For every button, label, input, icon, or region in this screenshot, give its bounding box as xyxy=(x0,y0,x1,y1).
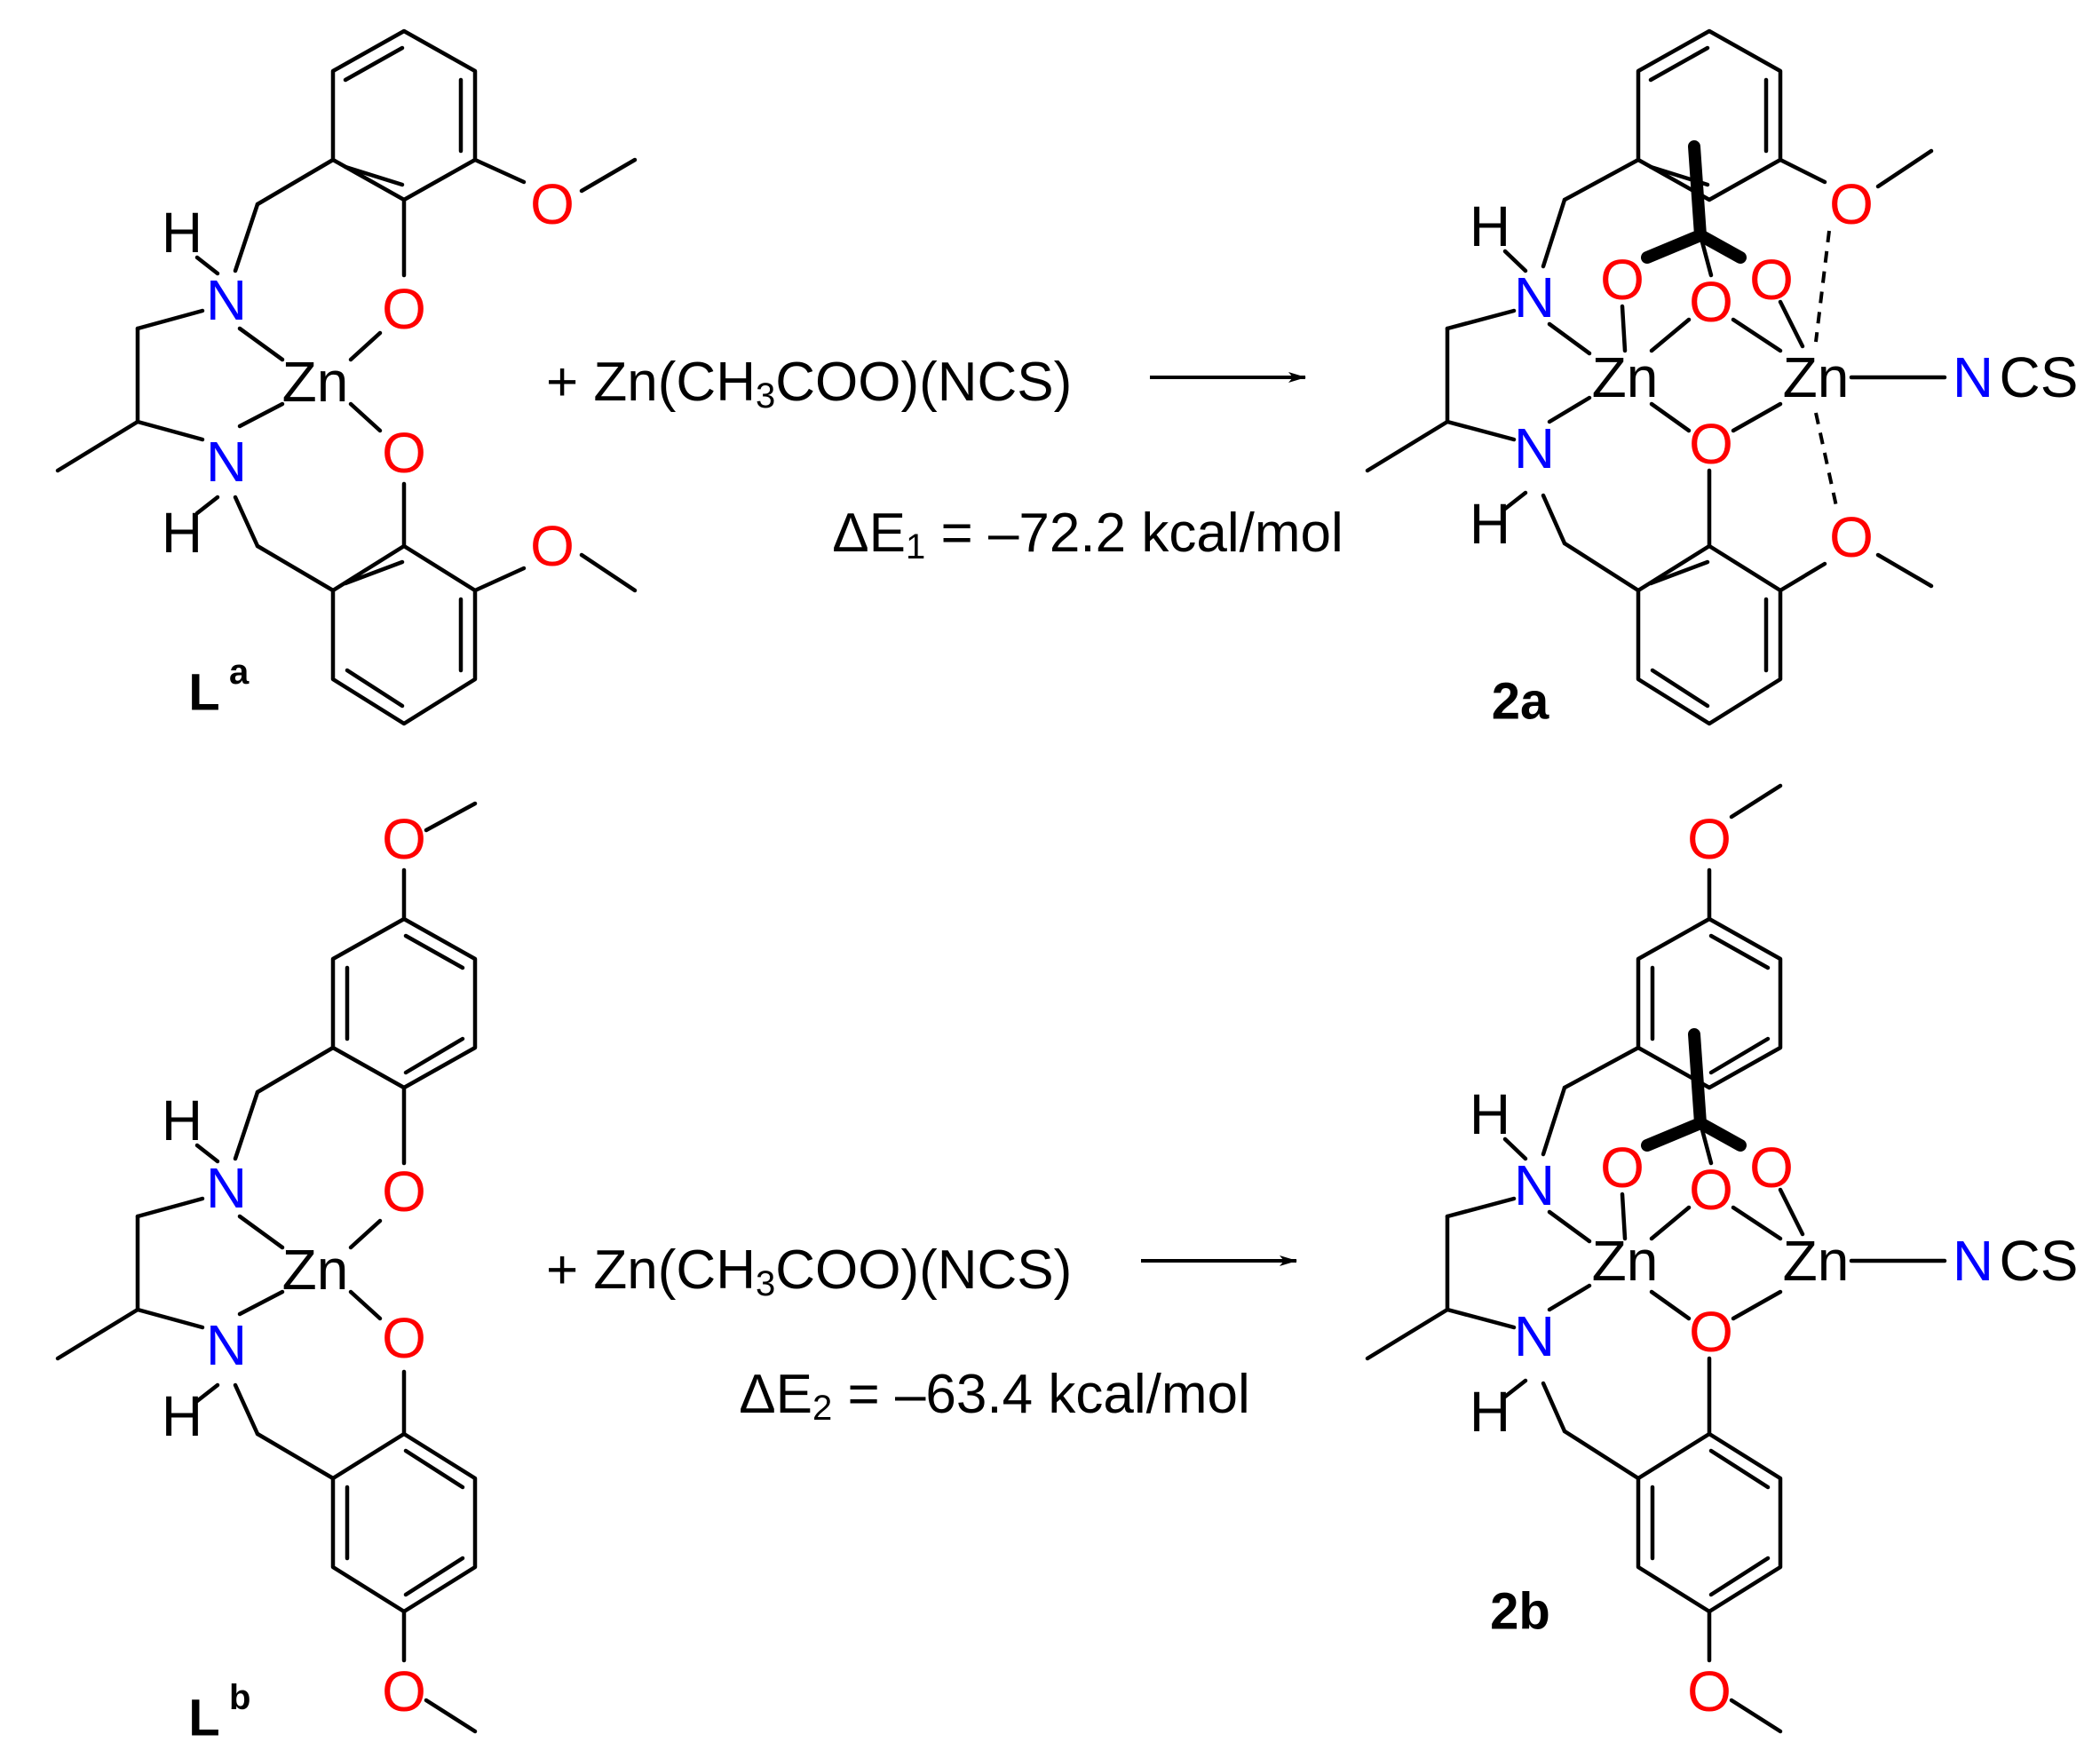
oxygen-atom: O xyxy=(1689,412,1733,476)
ligand-superscript: a xyxy=(229,653,250,692)
ligand-la-structure: Zn N N H H O O O O L a xyxy=(55,28,638,726)
oxygen-atom: O xyxy=(382,1160,426,1223)
thiocyanate-cs: CS xyxy=(2000,1229,2079,1293)
oxygen-atom: O xyxy=(1600,248,1644,312)
ligand-name: L xyxy=(188,1690,219,1747)
product-2b-atoms: Zn Zn N N H H O O O O O O N CS xyxy=(1470,807,2079,1723)
nitrogen-atom: N xyxy=(1514,265,1555,329)
hydrogen-atom: H xyxy=(1470,1380,1510,1444)
reaction-energy: ΔE1 = –72.2 kcal/mol xyxy=(832,503,1343,567)
reaction-1-conditions: + Zn(CH3COO)(NCS) ΔE1 = –72.2 kcal/mol xyxy=(546,352,1343,567)
ligand-la-bonds xyxy=(55,28,638,726)
zinc-atom: Zn xyxy=(1592,345,1659,409)
reagent-formula: + Zn(CH3COO)(NCS) xyxy=(546,1239,1072,1304)
nitrogen-atom: N xyxy=(206,430,247,494)
oxygen-atom: O xyxy=(530,172,575,236)
reaction-2-conditions: + Zn(CH3COO)(NCS) ΔE2 = –63.4 kcal/mol xyxy=(546,1239,1297,1429)
ligand-name: L xyxy=(188,664,219,722)
hydrogen-atom: H xyxy=(1470,492,1510,556)
oxygen-atom: O xyxy=(530,514,575,578)
zinc-atom: Zn xyxy=(282,1238,349,1302)
oxygen-atom: O xyxy=(1689,1158,1733,1222)
oxygen-atom: O xyxy=(382,1659,426,1723)
hydrogen-atom: H xyxy=(162,201,202,265)
oxygen-atom: O xyxy=(1687,1659,1732,1723)
ligand-lb-structure: Zn N N H H O O O O L b xyxy=(55,801,478,1747)
ligand-la-atoms: Zn N N H H O O O O xyxy=(162,172,575,578)
nitrogen-atom: N xyxy=(1953,1229,1993,1293)
reagent-formula: + Zn(CH3COO)(NCS) xyxy=(546,352,1072,416)
ligand-lb-bonds xyxy=(55,801,478,1734)
nitrogen-atom: N xyxy=(1514,1304,1555,1368)
zinc-atom: Zn xyxy=(1592,1229,1659,1293)
nitrogen-atom: N xyxy=(206,268,247,332)
product-2a-bonds xyxy=(1365,28,1947,726)
oxygen-atom: O xyxy=(1689,270,1733,334)
oxygen-atom: O xyxy=(1600,1136,1644,1200)
nitrogen-atom: N xyxy=(206,1156,247,1220)
product-2b-structure: Zn Zn N N H H O O O O O O N CS 2b xyxy=(1365,783,2079,1734)
nitrogen-atom: N xyxy=(206,1313,247,1377)
ligand-la-label: L a xyxy=(188,653,250,722)
nitrogen-atom: N xyxy=(1514,1153,1555,1217)
oxygen-atom: O xyxy=(1829,172,1874,236)
ligand-superscript: b xyxy=(229,1678,250,1717)
hydrogen-atom: H xyxy=(162,1384,202,1448)
zinc-atom: Zn xyxy=(1783,345,1850,409)
hydrogen-atom: H xyxy=(1470,194,1510,258)
zinc-atom: Zn xyxy=(282,350,349,414)
nitrogen-atom: N xyxy=(1514,416,1555,480)
oxygen-atom: O xyxy=(1829,505,1874,569)
oxygen-atom: O xyxy=(1689,1300,1733,1364)
oxygen-atom: O xyxy=(382,807,426,871)
nitrogen-atom: N xyxy=(1953,345,1993,409)
oxygen-atom: O xyxy=(382,1306,426,1370)
product-2a-structure: Zn Zn N N H H O O O O O O N CS 2a xyxy=(1365,28,2079,731)
hydrogen-atom: H xyxy=(162,1089,202,1152)
oxygen-atom: O xyxy=(382,277,426,341)
oxygen-atom: O xyxy=(1749,1136,1794,1200)
oxygen-atom: O xyxy=(382,421,426,485)
product-2b-bonds xyxy=(1365,783,1947,1734)
product-label: 2a xyxy=(1492,673,1549,731)
zinc-atom: Zn xyxy=(1783,1229,1850,1293)
reaction-energy: ΔE2 = –63.4 kcal/mol xyxy=(739,1364,1249,1429)
ligand-lb-atoms: Zn N N H H O O O O xyxy=(162,807,426,1723)
product-2a-atoms: Zn Zn N N H H O O O O O O N CS xyxy=(1470,172,2079,569)
hydrogen-atom: H xyxy=(162,501,202,565)
oxygen-atom: O xyxy=(1687,807,1732,871)
oxygen-atom: O xyxy=(1749,248,1794,312)
ligand-lb-label: L b xyxy=(188,1678,250,1747)
product-label: 2b xyxy=(1490,1583,1550,1641)
thiocyanate-cs: CS xyxy=(2000,345,2079,409)
hydrogen-atom: H xyxy=(1470,1082,1510,1146)
